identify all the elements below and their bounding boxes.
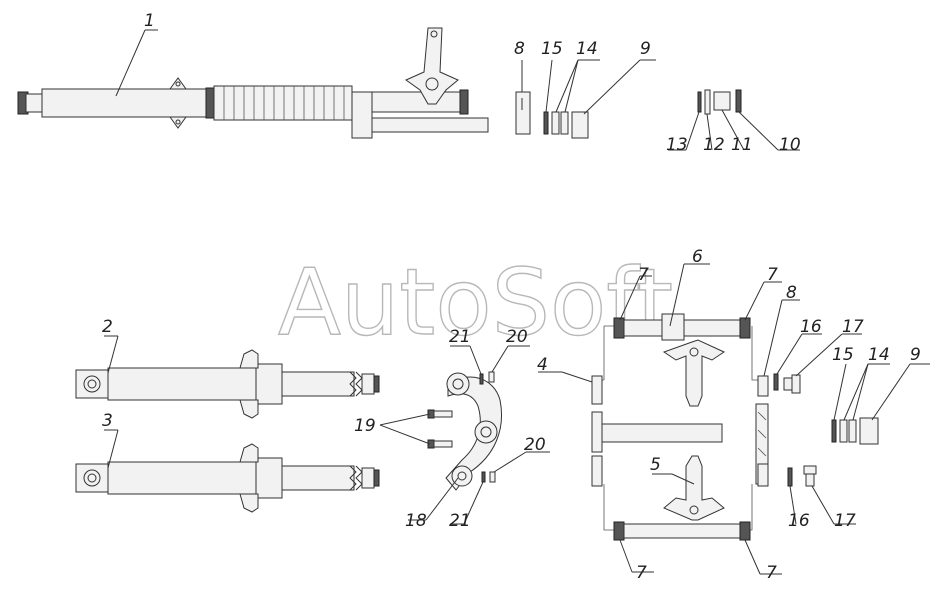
label-7-top-right: 7 bbox=[767, 265, 778, 285]
watermark: AutoSoft bbox=[278, 249, 673, 356]
label-4: 4 bbox=[537, 355, 548, 375]
part-2-column-tube bbox=[75, 335, 380, 419]
label-6: 6 bbox=[692, 247, 703, 267]
label-13: 13 bbox=[666, 135, 688, 155]
part-5-lower-shaft bbox=[613, 455, 751, 541]
label-10: 10 bbox=[779, 135, 801, 155]
label-5: 5 bbox=[650, 455, 661, 475]
label-15-top: 15 bbox=[541, 39, 563, 59]
part-15-right bbox=[831, 363, 847, 443]
label-21-top: 21 bbox=[449, 327, 471, 347]
part-4-column bbox=[538, 371, 723, 487]
part-9-right bbox=[859, 363, 930, 445]
label-8-right: 8 bbox=[786, 283, 797, 303]
label-14-right: 14 bbox=[868, 345, 890, 365]
label-14-top: 14 bbox=[576, 39, 598, 59]
part-20-bottom bbox=[489, 451, 550, 483]
label-1: 1 bbox=[144, 11, 155, 31]
part-20-top bbox=[488, 345, 530, 383]
part-8-right bbox=[755, 299, 800, 487]
label-15-right: 15 bbox=[832, 345, 854, 365]
label-17-upper: 17 bbox=[842, 317, 864, 337]
part-16-lower bbox=[787, 467, 797, 525]
label-17-lower: 17 bbox=[834, 511, 856, 531]
frame-outline bbox=[596, 325, 760, 531]
part-11 bbox=[713, 91, 745, 151]
label-16-lower: 16 bbox=[788, 511, 810, 531]
part-1-shaft-assembly bbox=[17, 27, 489, 139]
label-8-top: 8 bbox=[514, 39, 525, 59]
part-16-upper bbox=[773, 333, 822, 391]
label-19: 19 bbox=[354, 416, 376, 436]
label-9-right: 9 bbox=[910, 345, 921, 365]
label-7-bottom-left: 7 bbox=[636, 563, 647, 583]
label-11: 11 bbox=[731, 135, 753, 155]
part-14-top bbox=[551, 59, 600, 135]
part-17-lower bbox=[803, 465, 856, 525]
part-9-top bbox=[571, 59, 656, 139]
label-18: 18 bbox=[405, 511, 427, 531]
label-20-bottom: 20 bbox=[524, 435, 546, 455]
label-2: 2 bbox=[102, 317, 113, 337]
part-12 bbox=[704, 89, 713, 151]
label-21-bottom: 21 bbox=[449, 511, 471, 531]
label-7-bottom-right: 7 bbox=[766, 563, 777, 583]
label-12: 12 bbox=[703, 135, 725, 155]
part-21-bottom bbox=[450, 471, 486, 525]
part-19-bolts bbox=[379, 409, 453, 449]
part-8-top bbox=[515, 60, 531, 135]
label-7-top-left: 7 bbox=[638, 265, 649, 285]
part-14-right bbox=[839, 363, 890, 443]
part-7-bearings bbox=[619, 275, 782, 575]
label-20-top: 20 bbox=[506, 327, 528, 347]
label-3: 3 bbox=[102, 411, 113, 431]
part-6-upper-shaft bbox=[613, 263, 751, 407]
part-15-top bbox=[543, 59, 553, 135]
part-17-upper bbox=[783, 333, 862, 394]
label-9-top: 9 bbox=[640, 39, 651, 59]
part-18-bracket bbox=[408, 372, 502, 521]
part-21-top bbox=[450, 345, 484, 385]
label-16-upper: 16 bbox=[800, 317, 822, 337]
part-3-column-tube bbox=[75, 429, 380, 513]
part-13 bbox=[668, 91, 702, 151]
part-10 bbox=[735, 89, 800, 151]
